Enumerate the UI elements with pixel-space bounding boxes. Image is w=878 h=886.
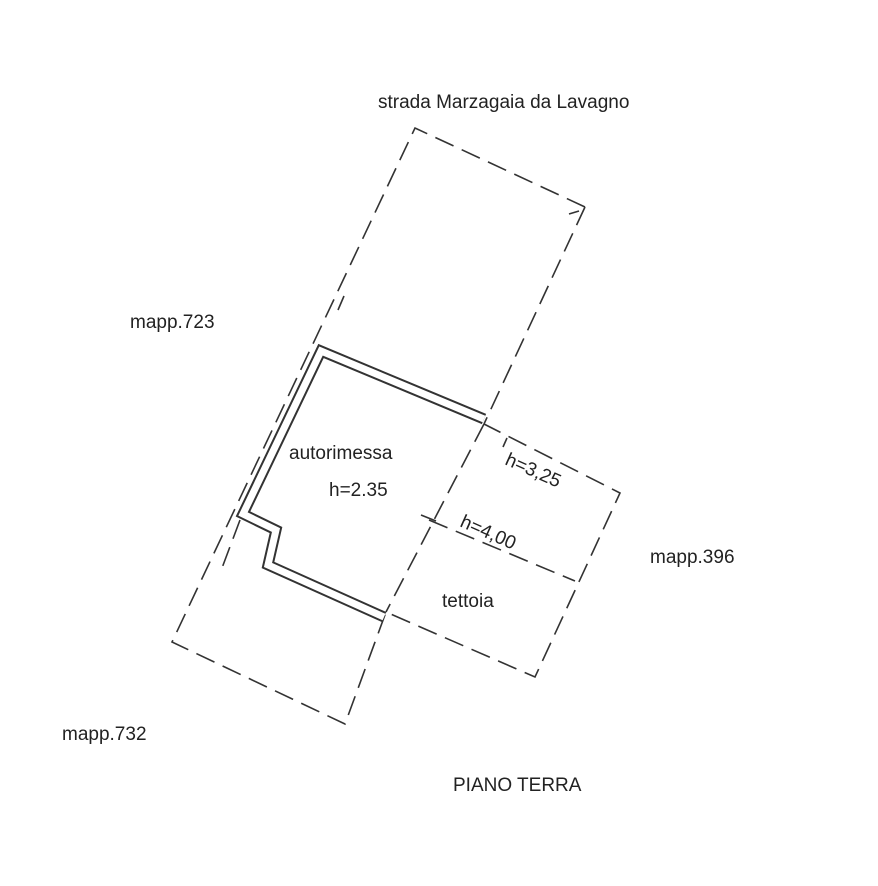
floor-title: PIANO TERRA (453, 775, 582, 796)
shed-label: tettoia (442, 591, 494, 612)
corner-tick (568, 210, 580, 215)
boundary-north-edge (483, 206, 586, 425)
street-label: strada Marzagaia da Lavagno (378, 92, 629, 113)
garage-wall-inner (238, 346, 486, 621)
garage-height-label: h=2.35 (329, 480, 388, 501)
shed-height-upper-label: h=3,25 (502, 449, 564, 492)
parcel-732-label: mapp.732 (62, 724, 147, 745)
parcel-396-label: mapp.396 (650, 547, 735, 568)
shed-height-lower-label: h=4,00 (457, 511, 519, 554)
shed-divider-line (428, 519, 576, 582)
parcel-723-label: mapp.723 (130, 312, 215, 333)
height-mark-tick-lower (420, 514, 437, 522)
south-lot-divider (221, 519, 241, 569)
wall-tick (337, 295, 345, 311)
height-mark-tick-upper (502, 437, 508, 448)
shed-west-edge (385, 423, 485, 613)
property-boundary-line (170, 126, 622, 726)
garage-label: autorimessa (289, 443, 393, 464)
